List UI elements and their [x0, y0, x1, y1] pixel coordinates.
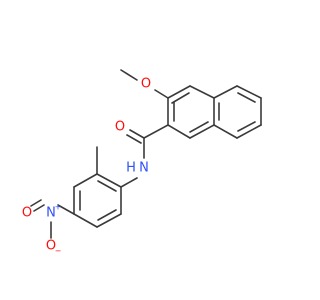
bond-c7-c8-inner — [237, 121, 256, 132]
bond-c5-c6-inner — [237, 92, 256, 103]
nitro-nitrogen-label: N — [46, 206, 56, 221]
bond-nitro-o-left — [33, 204, 45, 212]
bond-o-c3 — [154, 89, 169, 99]
carbonyl-oxygen-label: O — [115, 120, 125, 135]
bond-a5-a6 — [96, 213, 122, 228]
bond-c8-c8a — [213, 124, 238, 139]
bond-carbonyl-o-double — [126, 134, 142, 144]
structure-canvas: O O N H N + O O − — [22, 69, 262, 256]
bond-c3-c4-inner — [171, 92, 190, 104]
nitro-left-oxygen-label: O — [22, 206, 32, 221]
bond-c2-carbonyl — [143, 124, 169, 139]
bond-c3-c4 — [167, 85, 191, 99]
bond-a1-a2-inner — [97, 180, 117, 192]
amide-nitrogen-label: N — [139, 161, 149, 176]
amide-hydrogen-label: H — [126, 161, 136, 176]
bond-c8a-c1 — [189, 124, 215, 139]
bond-n-aryl — [120, 177, 138, 188]
bond-c5-c6 — [236, 85, 262, 99]
bond-c1-c2 — [167, 124, 191, 139]
bond-c4-c4a — [189, 85, 215, 99]
methoxy-oxygen-label: O — [141, 77, 151, 92]
bond-a5-a6-inner — [97, 209, 117, 221]
bond-ring-nitro — [57, 204, 75, 215]
bond-c4a-c5 — [213, 85, 238, 99]
bond-c7-c8 — [236, 124, 262, 139]
molecule-diagram: O O N H N + O O − — [22, 69, 262, 256]
bond-carbonyl-o — [129, 129, 145, 139]
bond-a4-a5 — [73, 213, 98, 228]
bond-nitro-o-left-double — [30, 199, 42, 207]
nitro-bottom-oxygen-label: O — [46, 239, 56, 254]
bond-a2-a3 — [73, 173, 98, 188]
nitro-nitrogen-charge: + — [55, 203, 62, 212]
bond-a1-a2 — [96, 173, 122, 188]
nitro-oxygen-charge: − — [55, 247, 62, 256]
bond-methyl-o — [120, 69, 138, 81]
bond-c8a-c1-inner — [189, 121, 209, 133]
